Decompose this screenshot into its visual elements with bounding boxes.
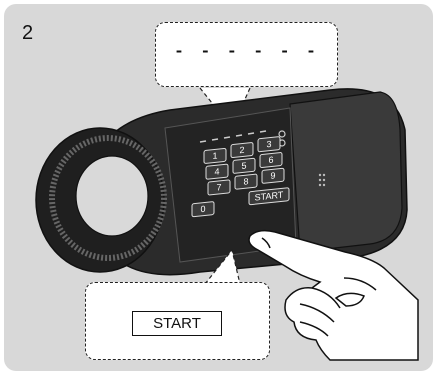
keypad-key-label: 5 (241, 160, 246, 170)
keypad-key-label: 6 (268, 155, 273, 165)
keypad-key-label: 2 (239, 145, 244, 155)
display-callout: - - - - - - (155, 22, 338, 87)
keypad-key-label: 1 (212, 151, 217, 161)
keypad-key-label: 0 (200, 204, 205, 214)
keypad-key-label: 4 (214, 166, 219, 176)
keypad-key-label: 8 (243, 176, 248, 186)
rotary-knob (36, 128, 164, 272)
pointing-hand (249, 231, 418, 360)
keypad-key-label: 7 (216, 182, 221, 192)
display-readout: - - - - - - (165, 43, 328, 62)
battery-cover (290, 92, 402, 252)
keypad-key-label: 9 (270, 170, 275, 180)
knob-face (76, 156, 148, 236)
start-key-label: START (132, 311, 222, 336)
keypad-key-label: 3 (266, 139, 271, 149)
start-callout: START (85, 282, 270, 360)
